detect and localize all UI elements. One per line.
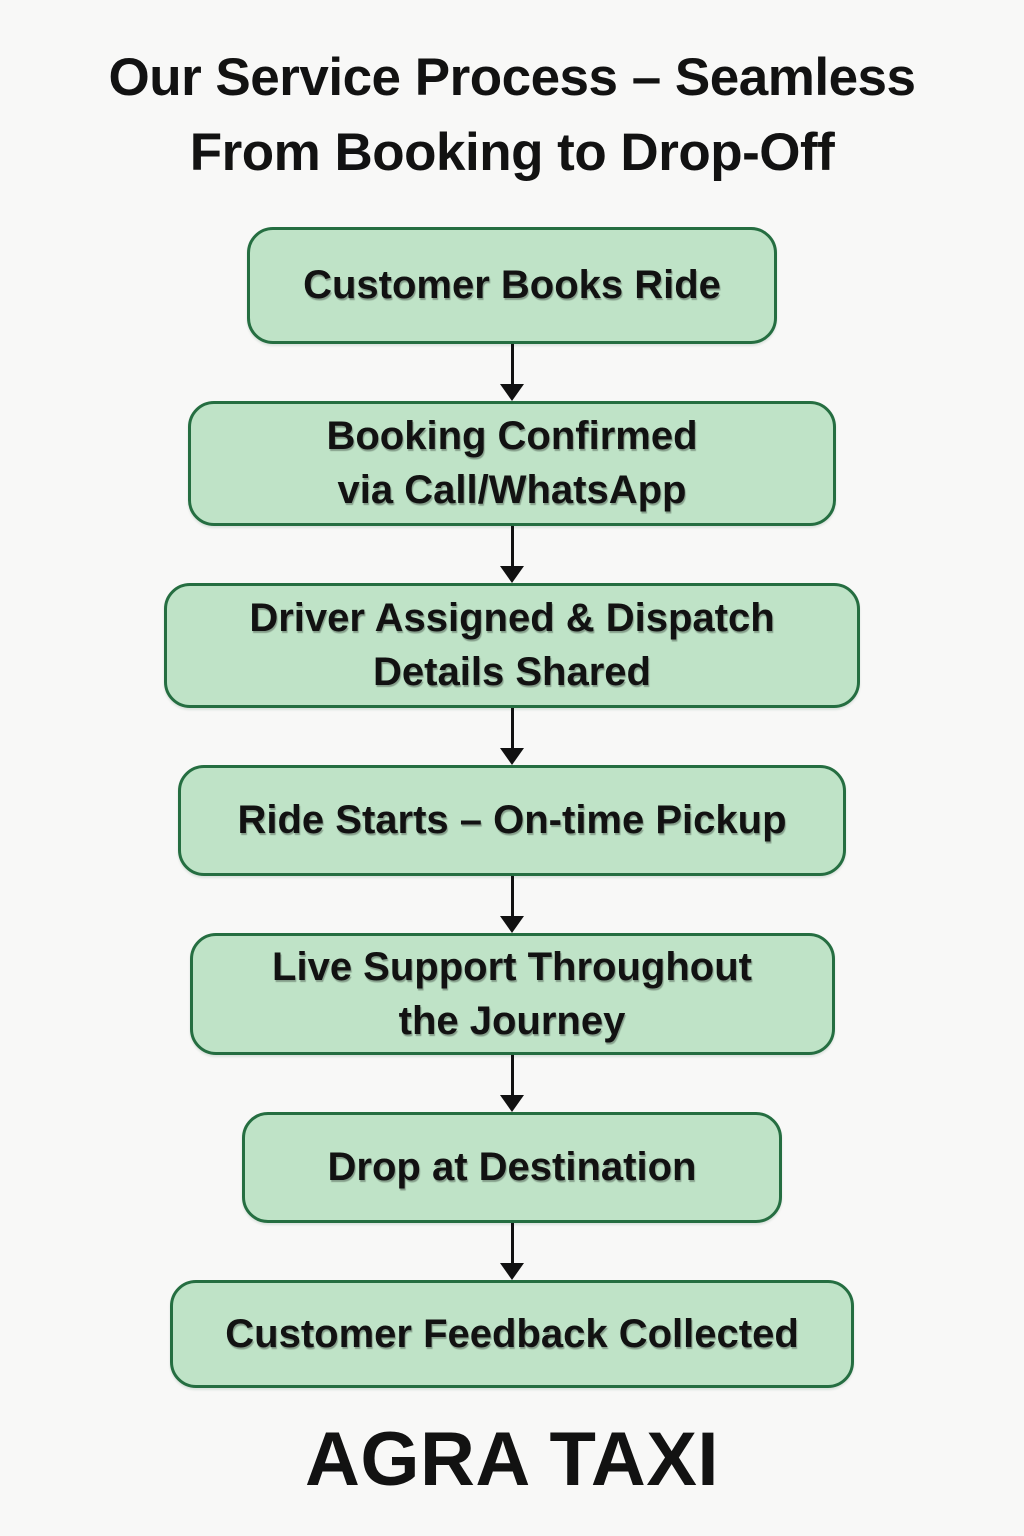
page-title: Our Service Process – Seamless From Book… (108, 48, 916, 183)
flow-step-customer-feedback: Customer Feedback Collected (170, 1279, 854, 1388)
arrow-head (500, 565, 524, 583)
arrow-stem (510, 707, 514, 748)
flow-arrow-down-icon (500, 875, 524, 933)
flow-arrow-down-icon (500, 343, 524, 401)
arrow-head (500, 915, 524, 933)
flow-arrow-down-icon (500, 1054, 524, 1112)
flow-step-drop-at-destination: Drop at Destination (242, 1111, 782, 1223)
arrow-stem (510, 1222, 514, 1263)
arrow-head (500, 1094, 524, 1112)
flow-step-ride-starts: Ride Starts – On-time Pickup (178, 764, 846, 876)
flow-arrow-down-icon (500, 707, 524, 765)
arrow-head (500, 747, 524, 765)
arrow-stem (510, 875, 514, 916)
arrow-head (500, 1262, 524, 1280)
brand-name: AGRA TAXI (304, 1416, 720, 1502)
arrow-stem (510, 1054, 514, 1095)
arrow-stem (510, 525, 514, 566)
flow-arrow-down-icon (500, 525, 524, 583)
flow-step-booking-confirmed: Booking Confirmed via Call/WhatsApp (188, 400, 836, 526)
process-flow: Customer Books Ride Booking Confirmed vi… (164, 226, 860, 1388)
arrow-stem (510, 343, 514, 384)
flow-arrow-down-icon (500, 1222, 524, 1280)
flow-step-driver-assigned: Driver Assigned & Dispatch Details Share… (164, 582, 860, 708)
flow-step-customer-books-ride: Customer Books Ride (247, 226, 777, 344)
flow-step-live-support: Live Support Throughout the Journey (189, 932, 835, 1055)
arrow-head (500, 383, 524, 401)
